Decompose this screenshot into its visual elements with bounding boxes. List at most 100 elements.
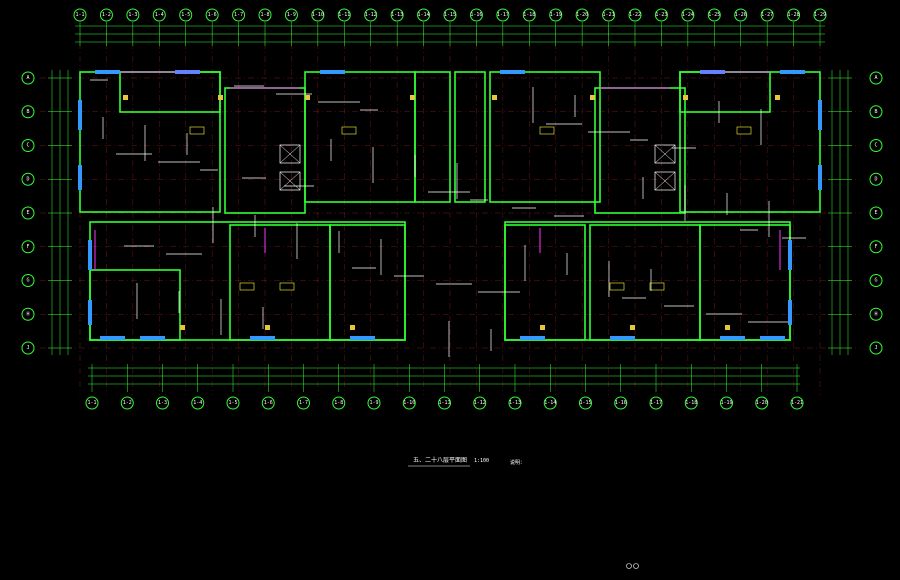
axis-label: 1-24 bbox=[682, 12, 694, 18]
axis-bubble-circle bbox=[258, 8, 272, 22]
axis-bubble-circle bbox=[760, 8, 774, 22]
axis-bubble-circle bbox=[126, 8, 140, 22]
axis-bubble-circle bbox=[232, 8, 246, 22]
axis-label: 1-1 bbox=[75, 12, 84, 18]
upper-unit-wall bbox=[679, 71, 821, 213]
axis-bubble-circle bbox=[284, 8, 298, 22]
room-tag bbox=[736, 126, 752, 135]
column-marker bbox=[540, 325, 545, 330]
axis-label: 1-23 bbox=[655, 12, 667, 18]
axis-label: G bbox=[26, 278, 29, 284]
axis-bubble-circle bbox=[755, 396, 769, 410]
room-tag bbox=[539, 126, 555, 135]
axis-bubble: 1-5 bbox=[179, 8, 193, 22]
axis-bubble: C bbox=[21, 139, 35, 152]
shaft-outline bbox=[279, 144, 301, 164]
axis-bubble: 1-14 bbox=[543, 396, 557, 410]
axis-bubble: 1-18 bbox=[522, 8, 536, 22]
axis-bubble-circle bbox=[649, 396, 663, 410]
room-tag bbox=[649, 282, 665, 291]
axis-bubble: 1-12 bbox=[473, 396, 487, 410]
axis-bubble-circle bbox=[869, 71, 883, 85]
axis-bubble-circle bbox=[543, 396, 557, 410]
upper-unit-wall bbox=[454, 71, 486, 203]
window bbox=[320, 70, 345, 74]
axis-bubble-circle bbox=[869, 172, 883, 186]
axis-label: 1-4 bbox=[193, 400, 202, 406]
column-marker bbox=[218, 95, 223, 100]
axis-bubble-circle bbox=[21, 240, 35, 254]
axis-label: H bbox=[874, 311, 877, 317]
axis-label: F bbox=[26, 244, 29, 250]
axis-bubble-circle bbox=[21, 105, 35, 119]
axis-bubble-circle bbox=[21, 139, 35, 152]
axis-label: 1-13 bbox=[391, 12, 403, 18]
axis-bubble: 1-19 bbox=[720, 396, 733, 410]
axis-bubble: 1-17 bbox=[496, 8, 510, 22]
axis-bubble-circle bbox=[156, 396, 169, 410]
column-marker bbox=[590, 95, 595, 100]
axis-label: 1-15 bbox=[579, 400, 591, 406]
lower-unit-wall bbox=[504, 224, 586, 341]
window bbox=[140, 336, 165, 340]
axis-bubble-circle bbox=[205, 8, 219, 22]
window bbox=[88, 300, 92, 325]
axis-bubble-circle bbox=[508, 396, 522, 410]
axis-bubble: A bbox=[869, 71, 883, 85]
drawing-scale: 1:100 bbox=[474, 458, 489, 464]
shaft-cross bbox=[279, 171, 301, 191]
axis-bubble-circle bbox=[869, 105, 883, 119]
column-marker bbox=[305, 95, 310, 100]
axis-label: C bbox=[26, 143, 29, 149]
axis-label: 1-1 bbox=[87, 400, 96, 406]
axis-bubble: 1-17 bbox=[649, 396, 663, 410]
shaft-outline bbox=[279, 171, 301, 191]
column-marker bbox=[492, 95, 497, 100]
axis-bubble-circle bbox=[443, 8, 457, 22]
axis-bubble-circle bbox=[684, 396, 698, 410]
axis-bubble-circle bbox=[614, 396, 628, 410]
axis-bubble: B bbox=[21, 105, 35, 119]
axis-bubble: 1-23 bbox=[654, 8, 668, 22]
axis-bubble: 1-12 bbox=[364, 8, 378, 22]
axis-bubble: 1-6 bbox=[261, 396, 275, 410]
window bbox=[760, 336, 785, 340]
axis-bubble-circle bbox=[602, 8, 616, 22]
axis-label: 1-17 bbox=[497, 12, 509, 18]
axis-bubble-circle bbox=[73, 8, 87, 22]
axis-label: 1-6 bbox=[208, 12, 217, 18]
shaft-outline bbox=[654, 171, 676, 191]
shaft-cross bbox=[654, 144, 676, 164]
axis-label: 1-8 bbox=[334, 400, 343, 406]
axis-bubble: 1-9 bbox=[367, 396, 381, 410]
axis-bubble-circle bbox=[226, 396, 240, 410]
axis-label: 1-29 bbox=[814, 12, 826, 18]
axis-bubble-circle bbox=[869, 341, 883, 355]
axis-bubble-circle bbox=[390, 8, 404, 22]
axis-label: 1-4 bbox=[155, 12, 164, 18]
lower-unit-wall bbox=[504, 221, 791, 341]
axis-bubble: D bbox=[869, 172, 883, 186]
axis-label: 1-17 bbox=[650, 400, 662, 406]
axis-bubble-circle bbox=[869, 274, 883, 287]
axis-bubble-circle bbox=[297, 396, 310, 410]
axis-bubble: A bbox=[21, 71, 35, 85]
axis-bubble-circle bbox=[869, 240, 883, 254]
window bbox=[95, 70, 120, 74]
axis-label: G bbox=[874, 278, 877, 284]
room-tag bbox=[239, 282, 255, 291]
drawing-title: 五、二十八层平面图 bbox=[413, 456, 467, 464]
axis-label: A bbox=[26, 75, 29, 81]
axis-label: E bbox=[26, 210, 29, 216]
axis-label: 1-14 bbox=[418, 12, 430, 18]
axis-bubble: G bbox=[869, 274, 883, 287]
axis-bubble: 1-5 bbox=[226, 396, 240, 410]
axis-bubble-circle bbox=[261, 396, 275, 410]
column-marker bbox=[180, 325, 185, 330]
axis-bubble: 1-10 bbox=[402, 396, 416, 410]
axis-label: B bbox=[26, 109, 29, 115]
axis-label: A bbox=[874, 75, 877, 81]
axis-bubble: 1-1 bbox=[73, 8, 87, 22]
